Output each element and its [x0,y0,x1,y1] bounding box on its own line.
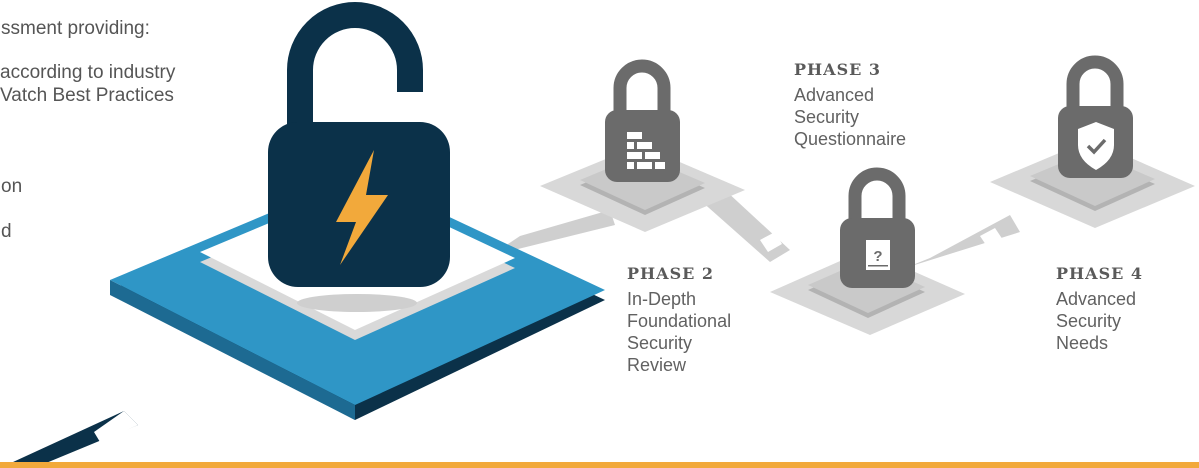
unlocked-padlock-lightning-icon [268,2,450,287]
lightning-icon [336,150,388,265]
phase-3-description: Advanced Security Questionnaire [794,85,907,149]
path-main-to-phase2 [490,210,615,256]
phase-2-heading: PHASE 2 [627,264,715,283]
padlock-shield-check-icon [1058,55,1133,178]
phase-4-heading: PHASE 4 [1056,264,1144,283]
phase-2-description: In-Depth Foundational Security Review [627,289,732,375]
intro-fragment-d: d [1,221,12,242]
padlock-questionnaire-icon: ? [840,167,915,288]
accent-rule [0,462,1199,468]
phase-3-heading: PHASE 3 [794,60,882,79]
intro-line-2: Vatch Best Practices [0,85,174,106]
shield-check-icon [1078,122,1114,170]
path-to-main [0,411,138,468]
intro-line-1: according to industry [0,62,176,83]
phase-4-description: Advanced Security Needs [1056,289,1137,353]
padlock-brick-wall-icon [605,59,680,182]
intro-heading: ssment providing: [1,18,150,39]
svg-text:?: ? [873,248,882,265]
connector-paths [0,190,1020,468]
intro-fragment-on: on [1,176,23,197]
path-phase3-to-phase4 [905,215,1020,268]
